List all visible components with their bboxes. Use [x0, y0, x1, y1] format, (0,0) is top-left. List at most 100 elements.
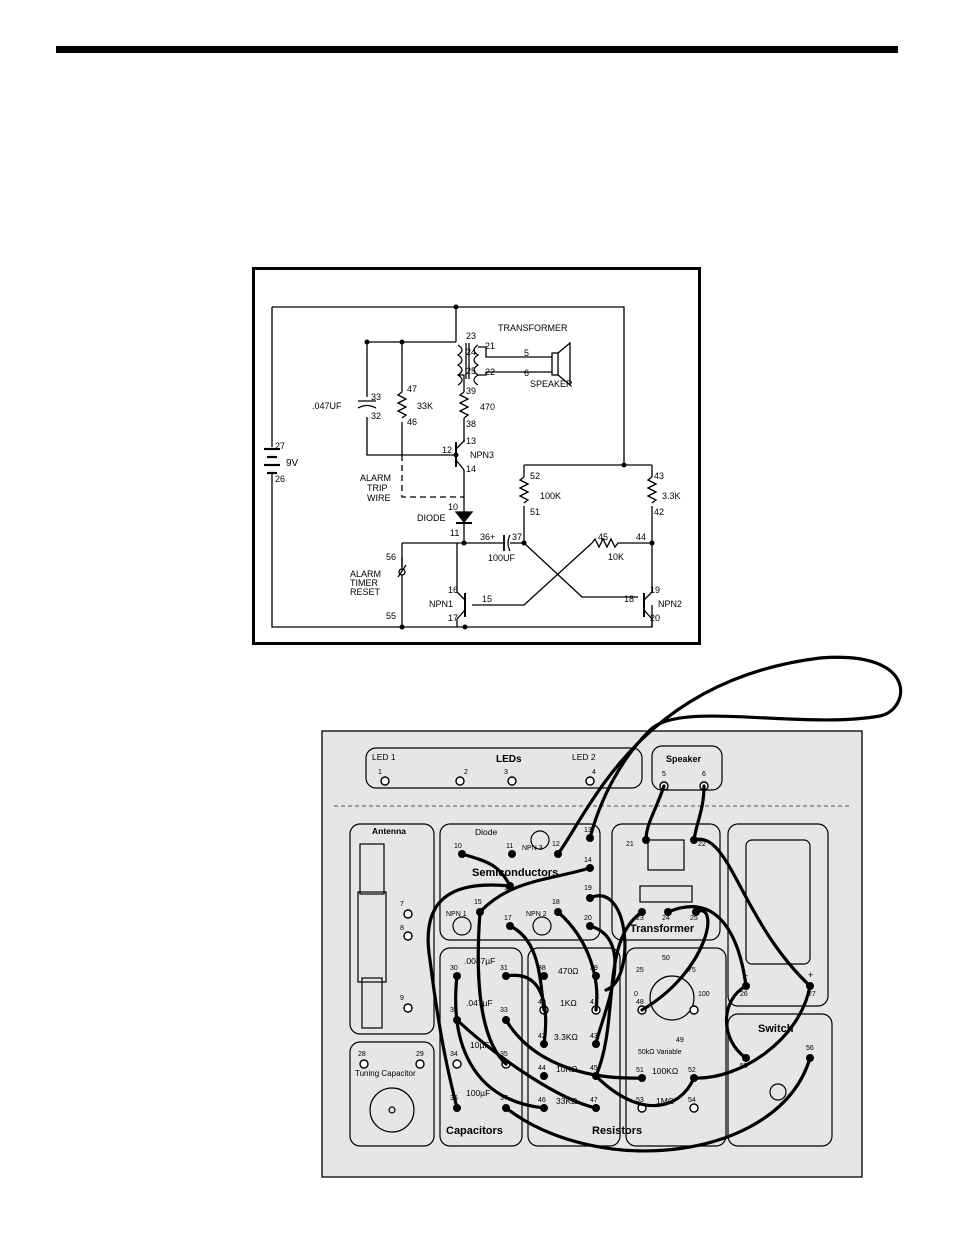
label-npn2: NPN2: [658, 599, 682, 609]
label-alarm2: ALARM: [350, 569, 381, 579]
term-21: 21: [485, 341, 495, 351]
board-part-npn2: NPN 2: [526, 911, 547, 918]
label-npn1: NPN1: [429, 599, 453, 609]
label-cap-047: .047UF: [312, 401, 342, 411]
header-rule: [56, 46, 898, 53]
t-46: 46: [538, 1097, 546, 1104]
t-9: 9: [400, 995, 404, 1002]
t-49: 49: [676, 1037, 684, 1044]
t-24: 24: [662, 915, 670, 922]
term-33: 33: [371, 392, 381, 402]
board-label-antenna: Antenna: [372, 826, 406, 836]
term-20: 20: [650, 613, 660, 623]
circuit-schematic: TRANSFORMER SPEAKER .047UF 33K 470 NPN3 …: [252, 267, 701, 645]
label-reset: RESET: [350, 587, 381, 597]
term-44: 44: [636, 532, 646, 542]
t-28: 28: [358, 1051, 366, 1058]
term-56: 56: [386, 552, 396, 562]
t-10: 10: [454, 843, 462, 850]
board-label-led1: LED 1: [372, 752, 396, 762]
term-18: 18: [624, 594, 634, 604]
t-47: 47: [590, 1097, 598, 1104]
board-part-v0: 0: [634, 991, 638, 998]
term-17: 17: [448, 613, 458, 623]
board-label-resistors: Resistors: [592, 1125, 642, 1137]
label-33k: 33K: [417, 401, 433, 411]
t-43: 43: [590, 1033, 598, 1040]
term-13: 13: [466, 436, 476, 446]
t-39: 39: [590, 965, 598, 972]
t-2: 2: [464, 769, 468, 776]
term-51: 51: [530, 507, 540, 517]
t-55: 55: [740, 1063, 748, 1070]
t-minus: –: [743, 970, 748, 980]
board-label-tuning: Tuning Capacitor: [355, 1069, 416, 1078]
t-32: 32: [450, 1007, 458, 1014]
t-52: 52: [688, 1067, 696, 1074]
breadboard-wiring-diagram: LED 1 LEDs LED 2 Speaker Antenna Diode S…: [321, 655, 903, 1178]
label-npn3: NPN3: [470, 450, 494, 460]
board-label-variable: 50kΩ Variable: [638, 1049, 682, 1056]
label-alarm: ALARM: [360, 473, 391, 483]
t-25: 25: [690, 915, 698, 922]
label-diode: DIODE: [417, 513, 446, 523]
term-43: 43: [654, 471, 664, 481]
label-9v: 9V: [286, 458, 299, 469]
board-part-r3k3: 3.3KΩ: [554, 1032, 578, 1042]
t-38: 38: [538, 965, 546, 972]
t-53: 53: [636, 1097, 644, 1104]
board-label-semiconductors: Semiconductors: [472, 867, 558, 879]
board-part-v100: 100: [698, 991, 710, 998]
term-25: 25: [466, 366, 476, 376]
term-16: 16: [448, 585, 458, 595]
t-1: 1: [378, 769, 382, 776]
board-part-c0047: .0047µF: [464, 956, 495, 966]
label-trip: TRIP: [367, 483, 388, 493]
t-48: 48: [636, 999, 644, 1006]
t-19: 19: [584, 885, 592, 892]
term-24: 24: [466, 347, 476, 357]
term-45: 45: [598, 532, 608, 542]
board-part-c10: 10µF: [470, 1040, 490, 1050]
t-29: 29: [416, 1051, 424, 1058]
t-40: 40: [538, 999, 546, 1006]
label-transformer: TRANSFORMER: [498, 323, 568, 333]
term-42: 42: [654, 507, 664, 517]
t-plus: +: [808, 970, 813, 980]
t-21: 21: [626, 841, 634, 848]
label-timer: TIMER: [350, 578, 378, 588]
t-18: 18: [552, 899, 560, 906]
t-11: 11: [506, 843, 513, 850]
t-16: 16: [504, 885, 512, 892]
board-label-capacitors: Capacitors: [446, 1125, 503, 1137]
t-45: 45: [590, 1065, 598, 1072]
t-6: 6: [702, 771, 706, 778]
board-panel: [321, 730, 863, 1178]
term-32: 32: [371, 411, 381, 421]
term-26: 26: [275, 474, 285, 484]
t-54: 54: [688, 1097, 696, 1104]
schematic-wires: [264, 306, 658, 628]
term-38: 38: [466, 419, 476, 429]
board-label-diode: Diode: [475, 827, 497, 837]
board-label-switch: Switch: [758, 1023, 794, 1035]
term-14: 14: [466, 464, 476, 474]
term-22: 22: [485, 367, 495, 377]
t-17: 17: [504, 915, 512, 922]
board-part-r100k: 100KΩ: [652, 1066, 678, 1076]
t-8: 8: [400, 925, 404, 932]
t-37: 37: [500, 1095, 508, 1102]
t-20: 20: [584, 915, 592, 922]
t-31: 31: [500, 965, 508, 972]
board-part-v75: 75: [688, 967, 696, 974]
term-46: 46: [407, 417, 417, 427]
t-23: 23: [636, 915, 644, 922]
t-33: 33: [500, 1007, 508, 1014]
t-56: 56: [806, 1045, 814, 1052]
t-44: 44: [538, 1065, 546, 1072]
label-100uf: 100UF: [488, 553, 516, 563]
term-39: 39: [466, 386, 476, 396]
term-52: 52: [530, 471, 540, 481]
t-14: 14: [584, 857, 592, 864]
label-speaker: SPEAKER: [530, 379, 573, 389]
